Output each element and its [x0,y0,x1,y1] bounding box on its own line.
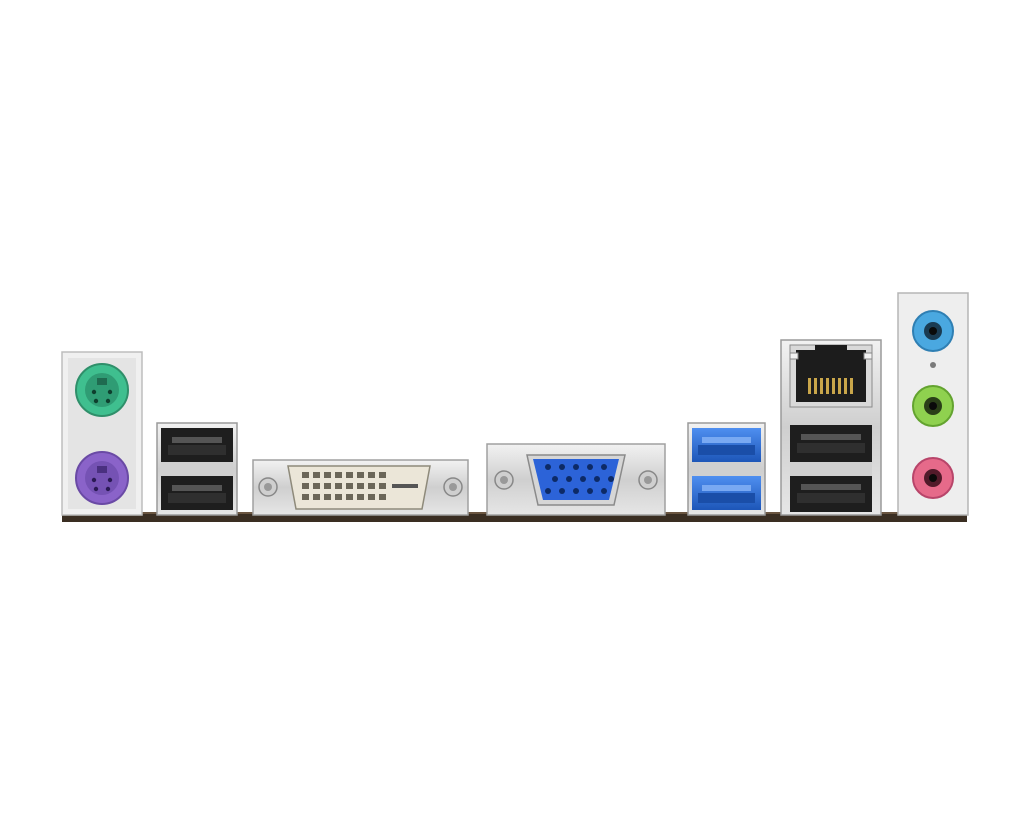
lan-pins [808,378,853,394]
pcb-edge [62,512,967,522]
lan-contact [838,378,841,394]
vga-pin [559,464,565,470]
lan-usb-port-bottom[interactable] [790,476,872,512]
vga-pin [552,476,558,482]
vga-pin [573,488,579,494]
vga-pin [601,488,607,494]
vga-pin [608,476,614,482]
audio-jack-panel [897,292,969,516]
dvi-pin [346,483,353,489]
dvi-pin [379,483,386,489]
dvi-pin [357,472,364,478]
dvi-pin [379,494,386,500]
lan-contact [826,378,829,394]
vga-pin [559,488,565,494]
usb-port-bottom[interactable] [161,476,233,510]
lan-usb-divider [790,462,872,476]
dvi-pin [335,494,342,500]
ps2-port-panel [61,351,143,516]
vga-pin [580,476,586,482]
dvi-pin [313,494,320,500]
audio-line-in-jack[interactable] [912,310,954,352]
usb-port-top[interactable] [161,428,233,462]
vga-pin [587,488,593,494]
dvi-pin [368,494,375,500]
dvi-port[interactable] [252,459,469,516]
usb-stack-divider [161,462,233,476]
vga-pin [566,476,572,482]
lan-contact [850,378,853,394]
audio-line-out-jack[interactable] [912,385,954,427]
dvi-pin [313,472,320,478]
dvi-pin [335,483,342,489]
vga-port[interactable] [486,443,666,516]
lan-contact [820,378,823,394]
dvi-pin [379,472,386,478]
lan-contact [814,378,817,394]
dvi-flat-blade [392,484,418,488]
audio-mic-jack[interactable] [912,457,954,499]
lan-contact [832,378,835,394]
dvi-pin [324,472,331,478]
lan-usb-port-top[interactable] [790,425,872,462]
dvi-pin [324,494,331,500]
vga-pin [594,476,600,482]
vga-pin [587,464,593,470]
dvi-pin [346,472,353,478]
dvi-pin [368,483,375,489]
vga-pin [545,488,551,494]
dvi-pin [335,472,342,478]
usb3-port-top[interactable] [692,428,761,462]
lan-contact [844,378,847,394]
lan-led-left [789,352,799,360]
usb2-port-stack [156,422,238,516]
dvi-pin [368,472,375,478]
rj45-lan-port[interactable] [789,344,873,408]
audio-panel-hole [930,362,936,368]
ps2-mouse-port[interactable] [75,363,129,417]
vga-pin [601,464,607,470]
usb3-port-bottom[interactable] [692,476,761,510]
vga-pin [545,464,551,470]
dvi-pin [346,494,353,500]
lan-contact [808,378,811,394]
usb3-stack-divider [692,462,761,476]
dvi-pin [313,483,320,489]
vga-pins [545,464,614,494]
dvi-pin [302,483,309,489]
dvi-pin [357,483,364,489]
dvi-pin [324,483,331,489]
lan-led-right [863,352,873,360]
ps2-keyboard-port[interactable] [75,451,129,505]
dvi-pin [357,494,364,500]
dvi-pins [302,472,386,500]
vga-pin [573,464,579,470]
lan-usb-stack [780,339,882,516]
usb3-port-stack [687,422,766,516]
dvi-pin [302,494,309,500]
dvi-pin [302,472,309,478]
